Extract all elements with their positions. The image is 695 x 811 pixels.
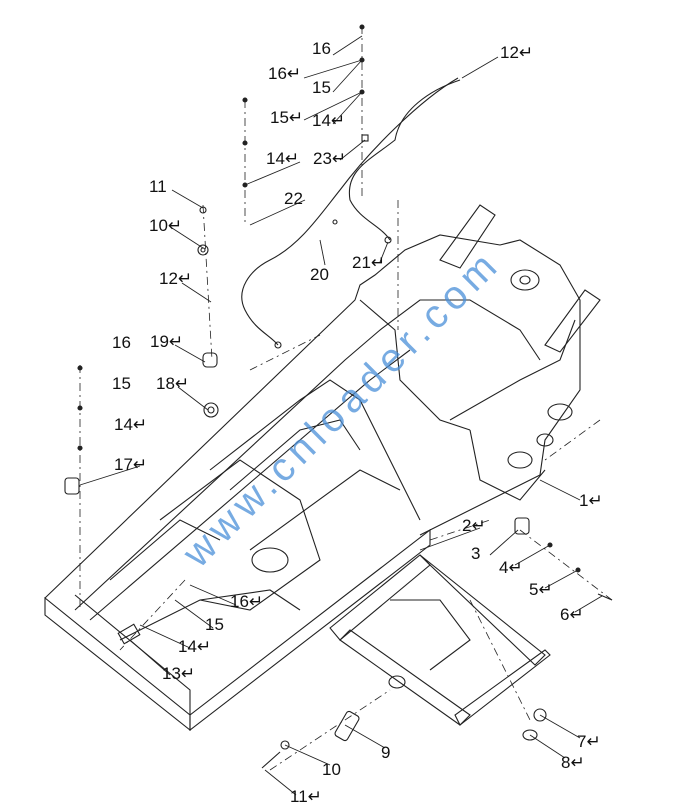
callout-10: 10↵	[149, 216, 183, 235]
callout-21: 21↵	[352, 253, 386, 272]
callout-6: 6↵	[560, 605, 584, 624]
callout-14: 14↵	[178, 637, 212, 656]
main-frame	[44, 204, 601, 732]
callout-16: 16	[312, 39, 331, 58]
callout-10: 10	[322, 760, 341, 779]
callout-17: 17↵	[114, 455, 148, 474]
callout-23: 23↵	[313, 149, 347, 168]
callout-15: 15↵	[270, 108, 304, 127]
callout-3: 3	[471, 544, 481, 563]
callout-16: 16↵	[230, 592, 264, 611]
callout-12: 12↵	[159, 269, 193, 288]
callout-13: 13↵	[162, 664, 196, 683]
callout-16: 16↵	[268, 64, 302, 83]
callout-19: 19↵	[150, 332, 184, 351]
callout-12: 12↵	[500, 43, 534, 62]
callout-14: 14↵	[114, 415, 148, 434]
callout-20: 20	[310, 265, 329, 284]
callout-11: 11↵	[290, 787, 322, 806]
callout-8: 8↵	[561, 753, 585, 772]
callout-14: 14↵	[312, 111, 346, 130]
callout-18: 18↵	[156, 374, 190, 393]
callout-4: 4↵	[499, 558, 523, 577]
callout-7: 7↵	[577, 732, 601, 751]
callout-16: 16	[112, 333, 131, 352]
callout-11: 11	[149, 177, 167, 196]
callout-14: 14↵	[266, 149, 300, 168]
hardware-parts	[64, 24, 613, 769]
rear-subframe	[329, 554, 551, 726]
callout-2: 2↵	[462, 516, 486, 535]
callout-15: 15	[205, 615, 224, 634]
callout-1: 1↵	[579, 491, 603, 510]
leader-lines	[79, 35, 603, 796]
callout-15: 15	[312, 78, 331, 97]
callout-5: 5↵	[529, 580, 553, 599]
callout-9: 9	[381, 743, 391, 762]
callout-22: 22	[284, 189, 303, 208]
callout-15: 15	[112, 374, 131, 393]
wire-harness	[241, 77, 461, 346]
